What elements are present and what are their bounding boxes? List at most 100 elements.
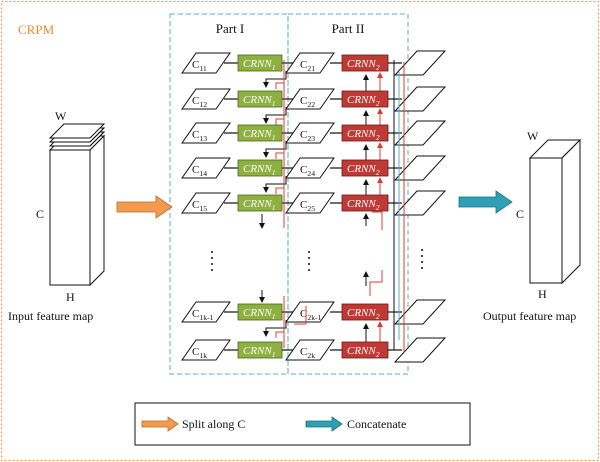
crnn2-label-sub: 2 — [376, 133, 380, 142]
crnn1-label: CRNN1 — [243, 198, 276, 212]
red-link-row6-left — [294, 306, 307, 325]
c-left-label-sub: 15 — [199, 204, 207, 213]
c-left-label-sub: 1k-1 — [199, 313, 213, 322]
c-left-label-base: C — [192, 164, 199, 176]
c-right-label-base: C — [300, 59, 307, 71]
c-left-block — [181, 192, 231, 214]
c-right-label-sub: 24 — [307, 169, 315, 178]
crnn2-label-sub: 2 — [376, 203, 380, 212]
output-block — [393, 337, 447, 363]
crnn1-label: CRNN1 — [243, 307, 276, 321]
diagram-title: CRPM — [18, 22, 55, 37]
c-left-label: C1k-1 — [192, 308, 214, 322]
crnn2-label: CRNN2 — [347, 345, 380, 359]
c-right-block — [285, 88, 335, 110]
crnn1-label: CRNN1 — [243, 94, 276, 108]
crnn1-label-base: CRNN — [243, 345, 272, 357]
c-right-label: C2k — [300, 346, 315, 360]
c-left-label: C15 — [192, 199, 207, 213]
crnn2-label-base: CRNN — [347, 345, 376, 357]
input-dim-w: W — [55, 109, 67, 123]
c-right-label-sub: 21 — [307, 64, 315, 73]
crnn2-label: CRNN2 — [347, 128, 380, 142]
crnn1-label-sub: 1 — [272, 203, 276, 212]
c-right-label: C21 — [300, 59, 315, 73]
crnn1-label-base: CRNN — [243, 94, 272, 106]
c-left-block — [181, 301, 231, 323]
feedback-arrow — [263, 71, 287, 88]
crnn1-label-sub: 1 — [272, 63, 276, 72]
c-left-label-base: C — [192, 346, 199, 358]
crnn1-label-sub: 1 — [272, 99, 276, 108]
ellipsis-output — [421, 249, 423, 269]
c-right-block — [285, 122, 335, 144]
c-right-label-sub: 22 — [307, 100, 315, 109]
c-right-label: C23 — [300, 129, 315, 143]
crnn1-label-sub: 1 — [272, 350, 276, 359]
crnn1-label-sub: 1 — [272, 312, 276, 321]
c-right-label: C25 — [300, 199, 315, 213]
c-right-block — [285, 192, 335, 214]
legend-box — [134, 402, 471, 446]
crnn1-label-base: CRNN — [243, 58, 272, 70]
row-5: C15 CRNN1 C25 CRNN2 — [181, 190, 447, 216]
part1-label: Part I — [216, 21, 245, 36]
c-left-label-sub: 14 — [199, 169, 207, 178]
crnn1-label-base: CRNN — [243, 307, 272, 319]
output-block — [393, 120, 447, 146]
output-dim-c: C — [516, 207, 524, 221]
c-right-label-sub: 23 — [307, 134, 315, 143]
crnn2-label-base: CRNN — [347, 198, 376, 210]
input-feature-map — [48, 123, 106, 287]
red-link-row6 — [369, 270, 383, 296]
c-left-label: C1k — [192, 346, 207, 360]
legend-concat-icon — [305, 416, 343, 432]
c-right-label: C24 — [300, 164, 315, 178]
part2-box — [287, 13, 409, 375]
crnn1-label-sub: 1 — [272, 133, 276, 142]
c-right-block — [285, 157, 335, 179]
output-block — [393, 86, 447, 112]
crnn2-label-sub: 2 — [376, 63, 380, 72]
c-right-block — [285, 52, 335, 74]
c-right-label-base: C — [300, 164, 307, 176]
output-feature-map — [528, 138, 582, 285]
crnn1-label-base: CRNN — [243, 128, 272, 140]
feedback-arrow — [263, 176, 287, 193]
c-left-block — [181, 122, 231, 144]
c-left-label-base: C — [192, 129, 199, 141]
c-right-label-base: C — [300, 308, 307, 320]
c-left-block — [181, 52, 231, 74]
c-right-block — [285, 301, 335, 323]
crnn2-label: CRNN2 — [347, 163, 380, 177]
c-right-label-base: C — [300, 346, 307, 358]
crnn1-label-base: CRNN — [243, 163, 272, 175]
crnn1-label: CRNN1 — [243, 128, 276, 142]
output-dim-w: W — [527, 129, 539, 143]
part2-label: Part II — [332, 21, 365, 36]
input-label: Input feature map — [8, 309, 93, 323]
crnn1-label: CRNN1 — [243, 345, 276, 359]
crnn2-label-base: CRNN — [347, 94, 376, 106]
c-left-label-base: C — [192, 59, 199, 71]
feedback-arrow — [263, 107, 287, 124]
c-left-label-sub: 12 — [199, 100, 207, 109]
crnn2-label: CRNN2 — [347, 307, 380, 321]
ellipsis-part2 — [308, 251, 310, 271]
c-left-label-sub: 11 — [199, 64, 207, 73]
output-dim-h: H — [538, 287, 547, 301]
split-arrow — [116, 195, 173, 219]
crnn1-label-sub: 1 — [272, 168, 276, 177]
input-dim-h: H — [66, 290, 75, 304]
legend-concat-label: Concatenate — [347, 417, 406, 431]
c-left-block — [181, 339, 231, 361]
c-right-label-sub: 25 — [307, 204, 315, 213]
red-link-row5 — [372, 211, 383, 230]
